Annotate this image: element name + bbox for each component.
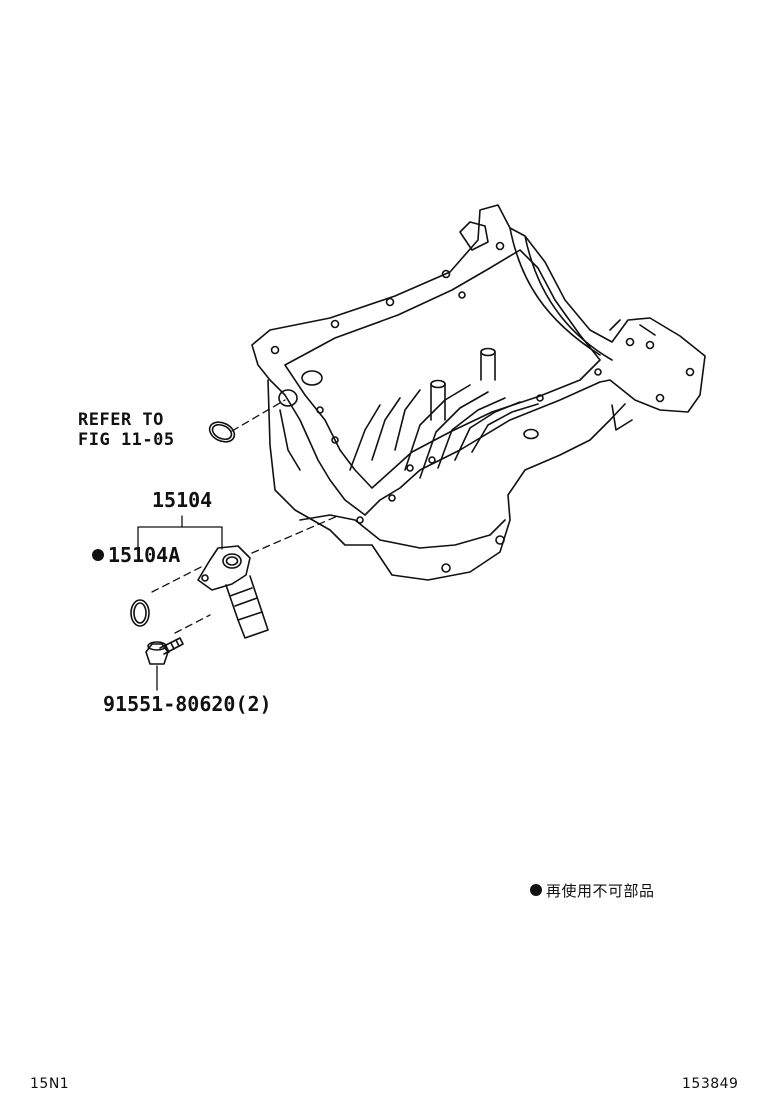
sensor-15104	[197, 545, 269, 639]
oil-pan-housing	[251, 204, 706, 581]
non-reusable-dot-icon	[92, 548, 104, 561]
part-number-15104a-text: 15104A	[108, 543, 181, 567]
oring-refer	[208, 421, 236, 443]
refer-fig-text: FIG 11-05	[78, 430, 175, 450]
leader-lines	[137, 399, 341, 691]
part-number-15104a: 15104A	[92, 545, 180, 565]
part-number-15104: 15104	[152, 488, 213, 512]
oring-15104a	[130, 599, 150, 627]
legend: 再使用不可部品	[530, 882, 655, 900]
footer-code-right: 153849	[682, 1076, 739, 1092]
footer-code-left: 15N1	[30, 1076, 70, 1092]
bolt-91551	[145, 637, 184, 665]
refer-to-text: REFER TO	[78, 410, 164, 430]
part-number-91551: 91551-80620(2)	[103, 692, 272, 716]
legend-text: 再使用不可部品	[546, 882, 655, 900]
legend-dot-icon	[530, 883, 542, 896]
